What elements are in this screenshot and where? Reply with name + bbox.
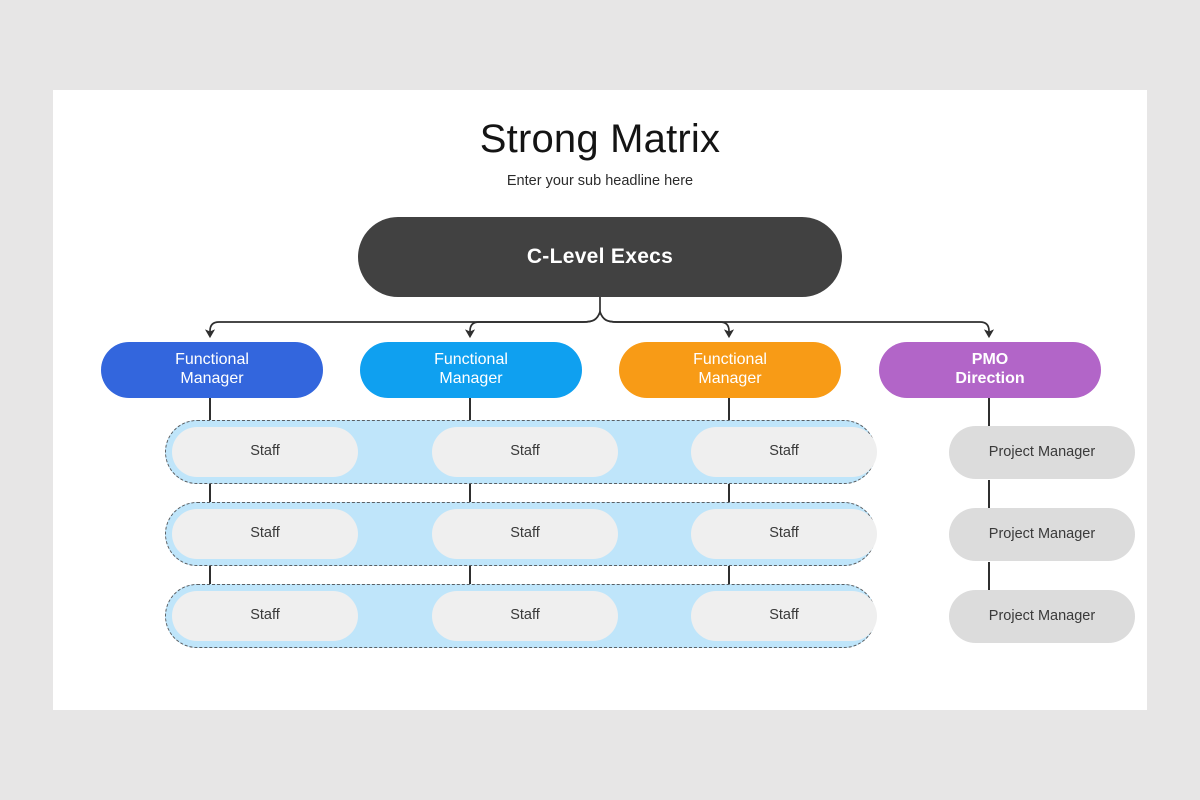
connector-band2-band3-col3 xyxy=(728,562,730,590)
node-project-manager-2[interactable]: Project Manager xyxy=(949,508,1135,561)
connector-manager1-band1 xyxy=(209,398,211,426)
node-staff-r1c3[interactable]: Staff xyxy=(691,427,877,477)
staff-r2c2-label: Staff xyxy=(510,525,540,542)
staff-r3c3-label: Staff xyxy=(769,607,799,624)
node-staff-r2c2[interactable]: Staff xyxy=(432,509,618,559)
project-manager-1-label: Project Manager xyxy=(988,443,1096,460)
staff-r1c2-label: Staff xyxy=(510,443,540,460)
node-staff-r1c2[interactable]: Staff xyxy=(432,427,618,477)
connector-manager3-band1 xyxy=(728,398,730,426)
staff-r2c3-label: Staff xyxy=(769,525,799,542)
node-staff-r2c1[interactable]: Staff xyxy=(172,509,358,559)
connector-manager2-band1 xyxy=(469,398,471,426)
staff-r3c2-label: Staff xyxy=(510,607,540,624)
staff-r2c1-label: Staff xyxy=(250,525,280,542)
node-staff-r1c1[interactable]: Staff xyxy=(172,427,358,477)
root-node-label: C-Level Execs xyxy=(526,244,674,268)
staff-r1c3-label: Staff xyxy=(769,443,799,460)
node-staff-r3c3[interactable]: Staff xyxy=(691,591,877,641)
slide-canvas: Strong Matrix Enter your sub headline he… xyxy=(53,90,1147,710)
node-project-manager-3[interactable]: Project Manager xyxy=(949,590,1135,643)
connector-band1-band2-col1 xyxy=(209,480,211,508)
connector-pm1-pm2 xyxy=(988,480,990,508)
project-manager-2-label: Project Manager xyxy=(988,525,1096,542)
connector-band2-band3-col1 xyxy=(209,562,211,590)
page-subtitle: Enter your sub headline here xyxy=(506,173,694,189)
connector-pmo-pm1 xyxy=(988,398,990,426)
node-staff-r3c2[interactable]: Staff xyxy=(432,591,618,641)
staff-r3c1-label: Staff xyxy=(250,607,280,624)
node-staff-r3c1[interactable]: Staff xyxy=(172,591,358,641)
connector-band1-band2-col3 xyxy=(728,480,730,508)
staff-r1c1-label: Staff xyxy=(250,443,280,460)
connector-band1-band2-col2 xyxy=(469,480,471,508)
node-staff-r2c3[interactable]: Staff xyxy=(691,509,877,559)
project-manager-3-label: Project Manager xyxy=(988,607,1096,624)
connector-pm2-pm3 xyxy=(988,562,990,590)
node-project-manager-1[interactable]: Project Manager xyxy=(949,426,1135,479)
node-c-level-execs[interactable]: C-Level Execs xyxy=(358,217,842,297)
connector-band2-band3-col2 xyxy=(469,562,471,590)
page-title: Strong Matrix xyxy=(479,117,721,161)
